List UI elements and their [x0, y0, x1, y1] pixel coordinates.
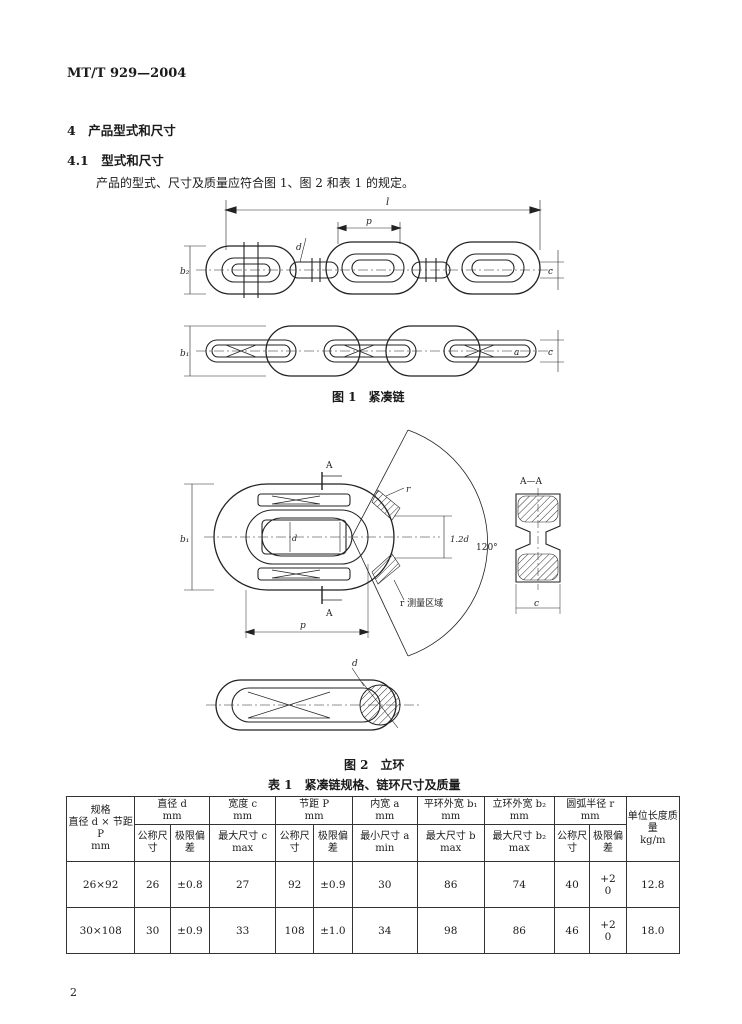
- fig1-label-d: d: [296, 243, 302, 253]
- fig1-label-b1: b₁: [180, 349, 189, 359]
- th-p-tol: 极限偏差: [312, 824, 353, 862]
- fig2-label-A-top: A: [325, 461, 333, 471]
- fig2-label-1-2d: 1.2d: [450, 535, 470, 545]
- figure-2-vertical-link: 120° A A r r 测量区域 b₁ d 1.2d p A—A c d: [180, 429, 561, 731]
- th-r-tol: 极限偏差: [589, 824, 627, 862]
- figure-1-caption: 图 1 紧凑链: [332, 390, 405, 404]
- fig2-label-c: c: [534, 599, 539, 609]
- th-b2-max: 最大尺寸 b₂ max: [483, 824, 556, 862]
- th-b-max: 最大尺寸 b max: [416, 824, 486, 862]
- fig1-label-c-bottom: c: [548, 348, 553, 358]
- th-c-max: 最大尺寸 c max: [208, 824, 277, 862]
- fig1-label-b2: b₂: [180, 267, 190, 277]
- table-row: 30×108 30 ±0.9 33 108 ±1.0 34 98 86 46 +…: [65, 907, 681, 954]
- fig2-label-p: p: [300, 621, 306, 631]
- fig1-label-a: a: [514, 348, 519, 358]
- section-paragraph: 产品的型式、尺寸及质量应符合图 1、图 2 和表 1 的规定。: [96, 176, 414, 190]
- fig2-label-zone: r 测量区域: [400, 597, 443, 609]
- standard-number: MT/T 929—2004: [67, 66, 187, 81]
- fig2-label-A-bottom: A: [325, 609, 333, 619]
- th-d-tol: 极限偏差: [169, 824, 210, 862]
- th-d-nominal: 公称尺寸: [134, 824, 171, 862]
- fig2-label-120deg: 120°: [476, 543, 498, 553]
- section-4-heading: 4 产品型式和尺寸: [67, 123, 176, 138]
- page-number: 2: [70, 986, 77, 999]
- th-r-nominal: 公称尺寸: [553, 824, 591, 862]
- table-1-caption: 表 1 紧凑链规格、链环尺寸及质量: [268, 778, 461, 792]
- fig1-label-c-top: c: [548, 267, 553, 277]
- fig2-label-d-side: d: [352, 659, 358, 669]
- fig1-label-l: l: [386, 197, 389, 208]
- th-spec: 规格 直径 d × 节距 P mm: [65, 796, 136, 862]
- fig2-label-d: d: [292, 534, 297, 543]
- section-4-1-heading: 4.1 型式和尺寸: [67, 153, 164, 168]
- figure-2-caption: 图 2 立环: [344, 758, 405, 772]
- fig2-label-r: r: [406, 485, 411, 495]
- figure-1-compact-chain: l p b₂ d c b₁ a: [180, 197, 564, 377]
- fig2-label-b1: b₁: [180, 535, 189, 545]
- th-p-nominal: 公称尺寸: [275, 824, 314, 862]
- fig2-label-section: A—A: [519, 477, 542, 487]
- fig1-label-p: p: [366, 217, 372, 227]
- th-a-min: 最小尺寸 a min: [351, 824, 419, 862]
